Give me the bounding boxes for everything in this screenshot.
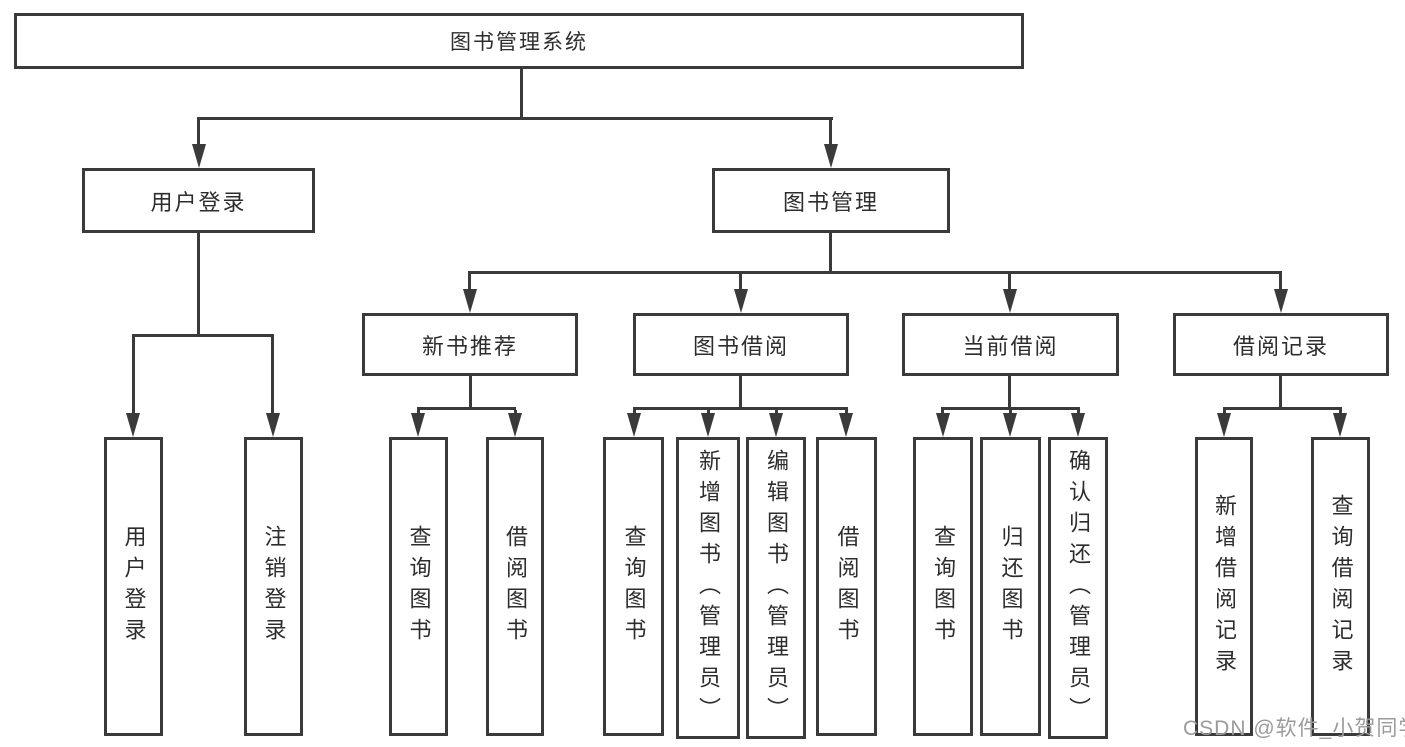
- leaf-borrow-books-1: 借阅图书: [486, 437, 544, 736]
- connector-book-borrow-bar: [633, 407, 848, 410]
- arrow-to-book-management: [824, 144, 838, 168]
- connector-to-leaf-user-login: [132, 337, 135, 420]
- node-borrow-records-label: 借阅记录: [1232, 333, 1329, 359]
- connector-level3-bar: [468, 271, 1282, 274]
- arrow-to-leaf-borrow-books-2: [839, 413, 853, 437]
- arrow-to-leaf-query-books-2: [627, 413, 641, 437]
- connector-root-stem: [520, 69, 523, 120]
- connector-user-login-stem: [197, 233, 200, 337]
- leaf-query-books-2: 查询图书: [603, 437, 664, 736]
- leaf-query-books-1-label: 查询图书: [406, 524, 432, 649]
- leaf-logout-label: 注销登录: [261, 524, 287, 649]
- arrow-to-leaf-edit-books: [769, 413, 783, 437]
- node-borrow-records: 借阅记录: [1173, 313, 1389, 376]
- arrow-to-leaf-borrow-books-1: [508, 413, 522, 437]
- arrow-to-user-login: [192, 144, 206, 168]
- connector-to-new-book: [468, 274, 471, 294]
- connector-to-borrow-records: [1279, 274, 1282, 294]
- node-book-management-label: 图书管理: [782, 189, 879, 215]
- leaf-add-borrow-record: 新增借阅记录: [1195, 437, 1253, 736]
- csdn-watermark: CSDN @软件_小贺同学: [1183, 717, 1405, 740]
- node-system-label: 图书管理系统: [450, 31, 588, 54]
- arrow-to-book-borrow: [734, 289, 748, 313]
- leaf-borrow-books-1-label: 借阅图书: [503, 524, 528, 649]
- leaf-query-borrow-record: 查询借阅记录: [1311, 437, 1370, 736]
- arrow-to-new-book: [463, 289, 477, 313]
- leaf-edit-books-admin-label: 编辑图书（管理员）: [764, 448, 789, 728]
- leaf-return-books-label: 归还图书: [998, 524, 1024, 649]
- arrow-to-current-borrow: [1003, 289, 1017, 313]
- connector-new-book-bar: [417, 407, 516, 410]
- arrow-to-leaf-logout: [266, 413, 280, 437]
- node-current-borrow: 当前借阅: [902, 313, 1119, 376]
- node-book-management: 图书管理: [712, 168, 950, 233]
- arrow-to-leaf-confirm-return: [1071, 413, 1085, 437]
- connector-to-leaf-logout: [271, 337, 274, 420]
- connector-to-book-borrow: [739, 274, 742, 294]
- node-user-login-label: 用户登录: [150, 189, 247, 215]
- connector-user-login-bar: [132, 334, 274, 337]
- leaf-confirm-return-admin: 确认归还（管理员）: [1048, 437, 1108, 739]
- arrow-to-leaf-query-books-3: [936, 413, 950, 437]
- connector-to-user-login: [197, 120, 200, 148]
- leaf-add-books-admin-label: 新增图书（管理员）: [696, 448, 721, 728]
- arrow-to-leaf-query-record: [1333, 413, 1347, 437]
- connector-current-borrow-stem: [1008, 376, 1011, 410]
- leaf-query-books-3: 查询图书: [913, 437, 973, 736]
- node-book-borrow: 图书借阅: [633, 313, 849, 376]
- connector-to-book-management: [829, 120, 832, 148]
- connector-new-book-stem: [469, 376, 472, 410]
- node-current-borrow-label: 当前借阅: [962, 333, 1059, 359]
- leaf-add-books-admin: 新增图书（管理员）: [676, 437, 740, 739]
- connector-current-borrow-bar: [941, 407, 1080, 410]
- connector-borrow-records-stem: [1279, 376, 1282, 410]
- leaf-user-login-label: 用户登录: [121, 524, 147, 649]
- leaf-confirm-return-admin-label: 确认归还（管理员）: [1066, 448, 1091, 728]
- arrow-to-leaf-add-books: [701, 413, 715, 437]
- node-system: 图书管理系统: [14, 13, 1024, 69]
- node-user-login: 用户登录: [82, 168, 315, 233]
- leaf-user-login: 用户登录: [104, 437, 163, 736]
- node-new-book-recommend: 新书推荐: [362, 313, 578, 376]
- leaf-return-books: 归还图书: [980, 437, 1041, 736]
- connector-book-borrow-stem: [739, 376, 742, 410]
- leaf-query-books-3-label: 查询图书: [931, 524, 956, 649]
- arrow-to-leaf-return-books: [1003, 413, 1017, 437]
- leaf-query-books-1: 查询图书: [389, 437, 448, 736]
- arrow-to-leaf-query-books-1: [411, 413, 425, 437]
- leaf-logout: 注销登录: [244, 437, 303, 736]
- connector-root-bar: [197, 117, 833, 120]
- leaf-query-books-2-label: 查询图书: [621, 524, 647, 649]
- leaf-borrow-books-2: 借阅图书: [816, 437, 877, 736]
- connector-to-current-borrow: [1008, 274, 1011, 294]
- leaf-edit-books-admin: 编辑图书（管理员）: [746, 437, 806, 739]
- connector-borrow-records-bar: [1223, 407, 1342, 410]
- arrow-to-leaf-add-record: [1217, 413, 1231, 437]
- leaf-query-borrow-record-label: 查询借阅记录: [1328, 493, 1354, 680]
- arrow-to-borrow-records: [1274, 289, 1288, 313]
- node-book-borrow-label: 图书借阅: [692, 333, 789, 359]
- leaf-add-borrow-record-label: 新增借阅记录: [1212, 493, 1237, 680]
- leaf-borrow-books-2-label: 借阅图书: [834, 524, 860, 649]
- arrow-to-leaf-user-login: [126, 413, 140, 437]
- connector-book-management-stem: [829, 233, 832, 274]
- node-new-book-recommend-label: 新书推荐: [421, 333, 518, 359]
